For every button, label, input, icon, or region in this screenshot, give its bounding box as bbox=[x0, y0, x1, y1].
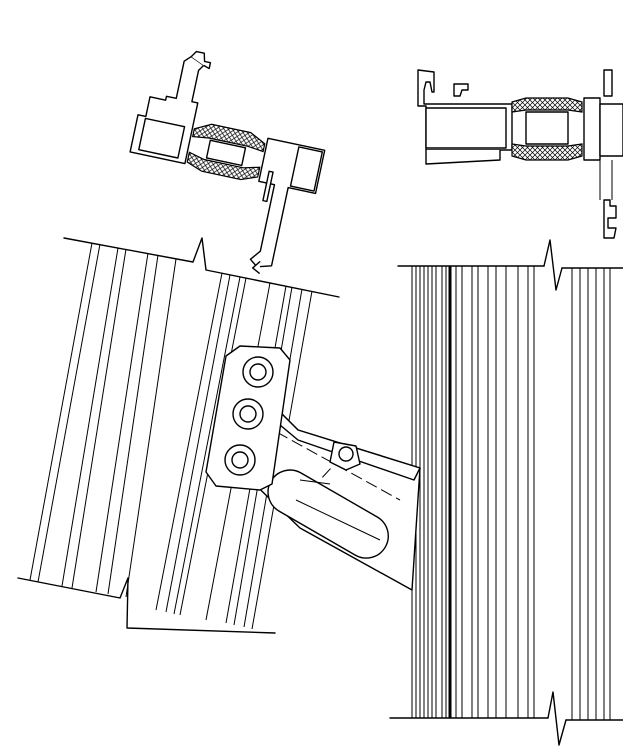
frame-elevation-upright bbox=[389, 239, 623, 746]
hinge-plate bbox=[205, 345, 291, 491]
hinge-stay-arm bbox=[239, 387, 421, 591]
frame-elevation-tilted bbox=[17, 237, 340, 634]
thermal-break-profile-upright bbox=[417, 69, 623, 239]
thermal-break-profile-rotated bbox=[129, 50, 326, 275]
